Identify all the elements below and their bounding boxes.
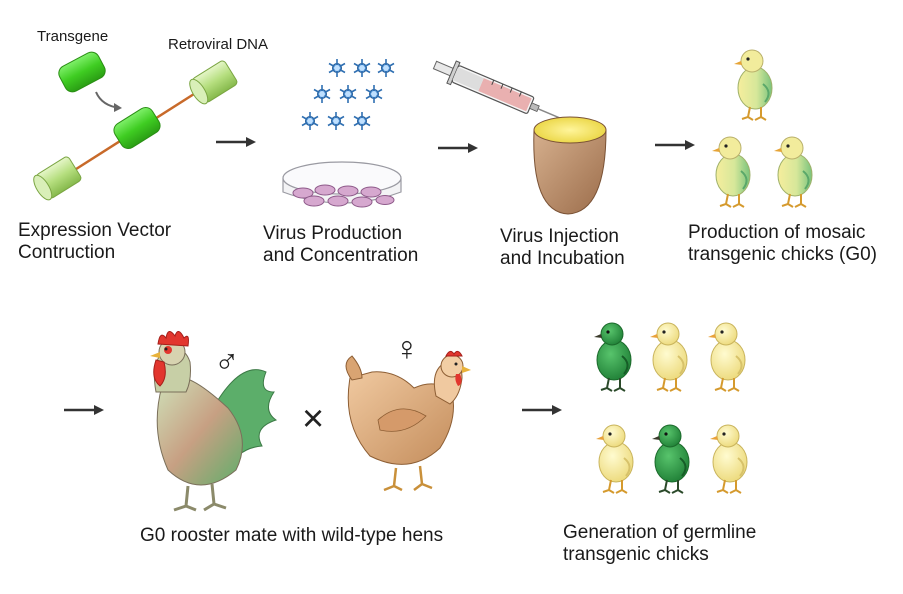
female-symbol: ♀ bbox=[394, 330, 420, 368]
step-2-line-1: Virus Production bbox=[263, 223, 403, 244]
germline-line-2: transgenic chicks bbox=[563, 544, 709, 565]
mosaic-chicks bbox=[711, 49, 813, 208]
step-3-line-1: Virus Injection bbox=[500, 226, 619, 247]
inserted-transgene bbox=[113, 106, 161, 150]
step-label-expression-vector: Expression Vector Contruction bbox=[18, 220, 171, 264]
expression-vector-graphic bbox=[33, 51, 238, 201]
petri-dish bbox=[282, 161, 402, 208]
syringe bbox=[432, 60, 581, 128]
wild-type-hen bbox=[345, 350, 471, 492]
step-label-virus-injection: Virus Injection and Incubation bbox=[500, 226, 625, 270]
step-1-line-2: Contruction bbox=[18, 242, 116, 263]
male-symbol: ♂ bbox=[214, 343, 240, 381]
virus-particles bbox=[301, 58, 395, 131]
step-4-line-2: transgenic chicks (G0) bbox=[688, 244, 878, 265]
mating-caption: G0 rooster mate with wild-type hens bbox=[140, 525, 444, 546]
germline-label: Generation of germline transgenic chicks bbox=[563, 522, 756, 566]
germline-chicks bbox=[593, 322, 748, 494]
step-1-line-1: Expression Vector bbox=[18, 220, 172, 241]
cross-symbol: × bbox=[302, 398, 325, 440]
step-label-mosaic-chicks: Production of mosaic transgenic chicks (… bbox=[688, 222, 877, 266]
egg bbox=[533, 116, 607, 215]
retroviral-dna-segment bbox=[33, 60, 238, 201]
step-label-virus-production: Virus Production and Concentration bbox=[263, 223, 418, 267]
germline-line-1: Generation of germline bbox=[563, 522, 757, 543]
step-4-line-1: Production of mosaic bbox=[688, 222, 866, 243]
transgene-segment bbox=[58, 51, 106, 93]
g0-rooster bbox=[150, 331, 278, 512]
step-3-line-2: and Incubation bbox=[500, 248, 625, 269]
transgene-label: Transgene bbox=[37, 28, 109, 45]
retroviral-dna-label: Retroviral DNA bbox=[168, 36, 269, 53]
step-2-line-2: and Concentration bbox=[263, 245, 419, 266]
